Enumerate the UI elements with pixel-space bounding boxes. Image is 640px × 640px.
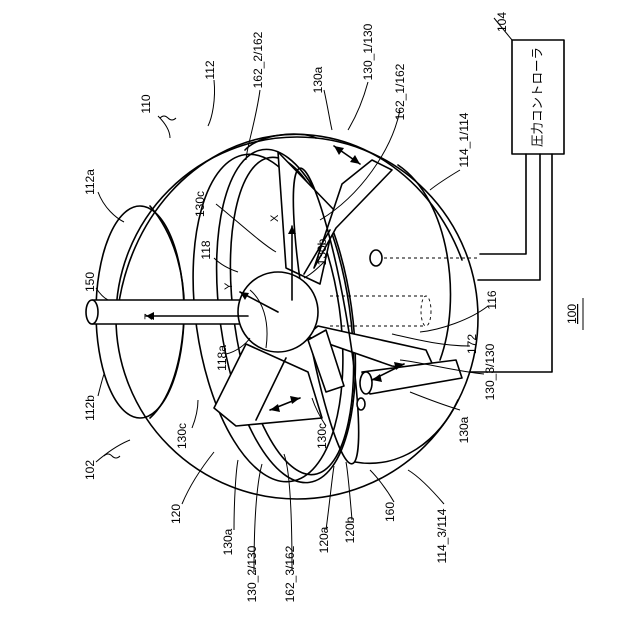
label-102: 102: [83, 460, 97, 480]
label-112b: 112b: [83, 395, 97, 421]
label-172: 172: [465, 334, 479, 354]
label-130-2: 130_2/130: [245, 545, 259, 602]
label-130c-top: 130c: [193, 191, 207, 217]
axis-z-label: Z: [143, 313, 155, 320]
label-114-3: 114_3/114: [435, 508, 449, 563]
label-162-3: 162_3/162: [283, 545, 297, 602]
valve-small: [357, 398, 365, 410]
label-162-2: 162_2/162: [251, 31, 265, 88]
squiggle-110: [160, 116, 176, 120]
label-130a-right: 130a: [457, 416, 471, 443]
inner-wall-114-3: [355, 400, 458, 463]
leader-112b: [98, 374, 104, 396]
arm-150-end: [86, 300, 98, 324]
axis-x-label: X: [269, 214, 281, 222]
blade-130-2: [214, 344, 322, 426]
controller-label: 圧力コントローラ: [530, 47, 545, 147]
label-120: 120: [169, 504, 183, 524]
port-130b: [370, 250, 382, 266]
label-118: 118: [199, 240, 213, 259]
pipe-172-end: [360, 372, 372, 394]
label-130-1: 130_1/130: [361, 23, 375, 80]
squiggle-102: [104, 454, 120, 458]
label-112a: 112a: [83, 169, 97, 195]
axis-y-label: Y: [223, 282, 235, 290]
label-120b: 120b: [343, 516, 357, 543]
label-120a: 120a: [317, 526, 331, 553]
motion-arrow-top: [334, 146, 360, 164]
label-116: 116: [485, 290, 499, 309]
label-110: 110: [139, 94, 153, 113]
label-130c-bl: 130c: [175, 423, 189, 449]
arm-150: [92, 300, 250, 324]
label-130a-bottom: 130a: [221, 528, 235, 555]
label-150: 150: [83, 272, 97, 292]
label-162-1: 162_1/162: [393, 63, 407, 120]
label-118a: 118a: [215, 345, 229, 371]
label-160: 160: [383, 502, 397, 522]
label-104: 104: [495, 12, 509, 32]
hose-116-end: [421, 296, 431, 326]
figure-ref: 100: [565, 304, 579, 324]
control-line-1: [480, 154, 526, 254]
label-130a-top: 130a: [311, 66, 325, 93]
label-114-1: 114_1/114: [457, 112, 471, 167]
label-130c-bm: 130c: [315, 423, 329, 449]
label-130b: 130b: [315, 238, 329, 265]
label-130-3: 130_3/130: [483, 343, 497, 400]
control-line-2: [478, 154, 540, 280]
label-112: 112: [203, 60, 217, 79]
